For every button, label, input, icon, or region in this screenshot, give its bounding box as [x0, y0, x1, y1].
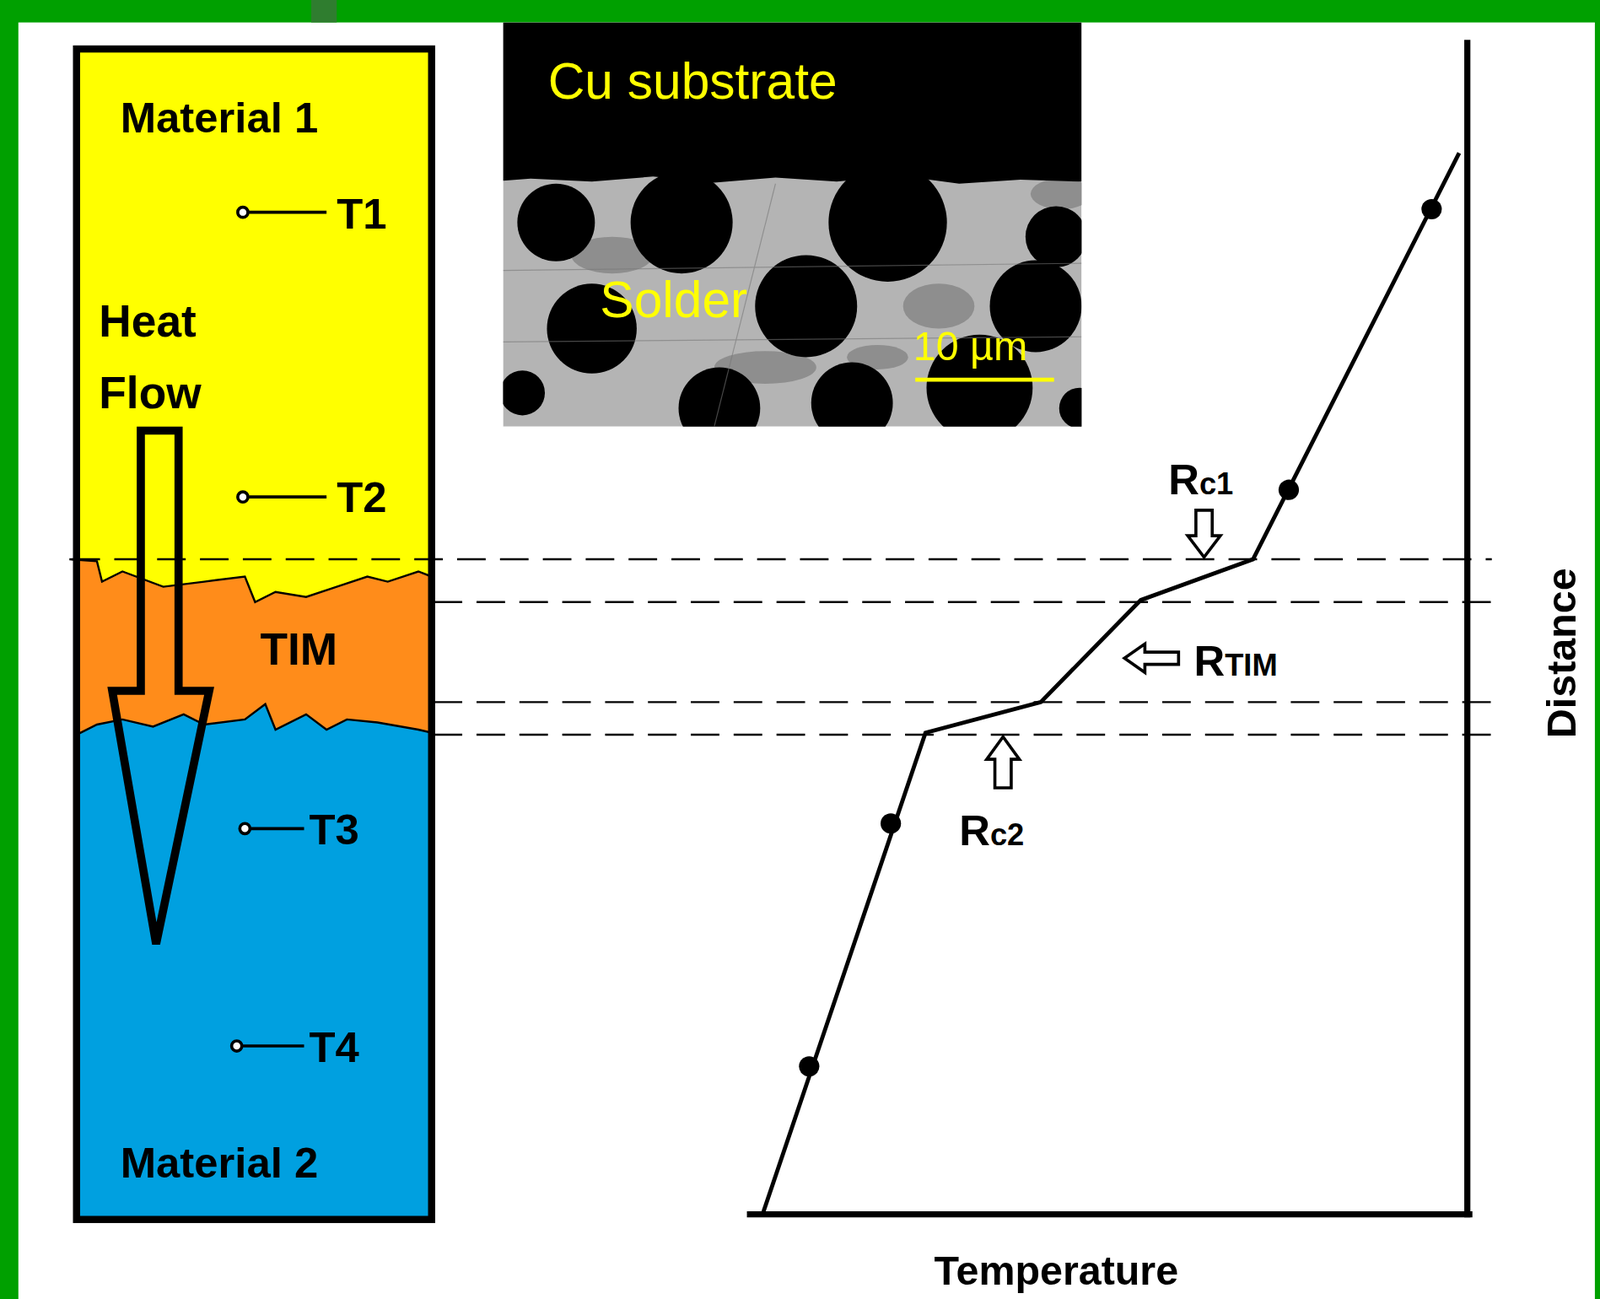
heat-flow-arrow [112, 430, 210, 945]
region-label: Material 1 [120, 93, 318, 143]
resistance-label: RTIM [1193, 636, 1277, 686]
corner-mark [311, 0, 337, 23]
resistance-label: Rc2 [958, 806, 1024, 856]
substrate-region: Cu substrate [502, 22, 1082, 176]
region-label: Solder [599, 271, 748, 331]
axis-label: Temperature [934, 1246, 1180, 1294]
region-label: Material 2 [120, 1138, 318, 1188]
scale-bar [915, 377, 1055, 383]
axis-label: Distance [1537, 567, 1585, 739]
region-label: Cu substrate [548, 53, 838, 113]
interface-line [76, 704, 432, 735]
material-1-fill [76, 48, 432, 620]
micrograph [502, 22, 1082, 427]
material-region: Material 2 [76, 736, 432, 1217]
sensor-label: T3 [309, 805, 360, 855]
resistance-label: Rc1 [1168, 455, 1234, 505]
sensor-label: T2 [336, 473, 387, 523]
scale-label: 10 µm [913, 322, 1028, 370]
sensor-label: T1 [336, 189, 387, 239]
temperature-profile [763, 152, 1460, 1213]
axes [749, 43, 1470, 1215]
panel [18, 22, 1595, 1299]
data-points [798, 199, 1442, 1077]
region-label: TIM [259, 623, 338, 675]
interface-line [69, 559, 431, 603]
pointer-arrows [986, 510, 1221, 788]
flow-label: Heat Flow [98, 285, 232, 429]
tim-layer: TIM [76, 587, 432, 725]
column-border [76, 48, 432, 1220]
interface-guides [71, 559, 1493, 735]
sensor-label: T4 [309, 1023, 360, 1073]
solder-region: Solder [502, 175, 1082, 427]
